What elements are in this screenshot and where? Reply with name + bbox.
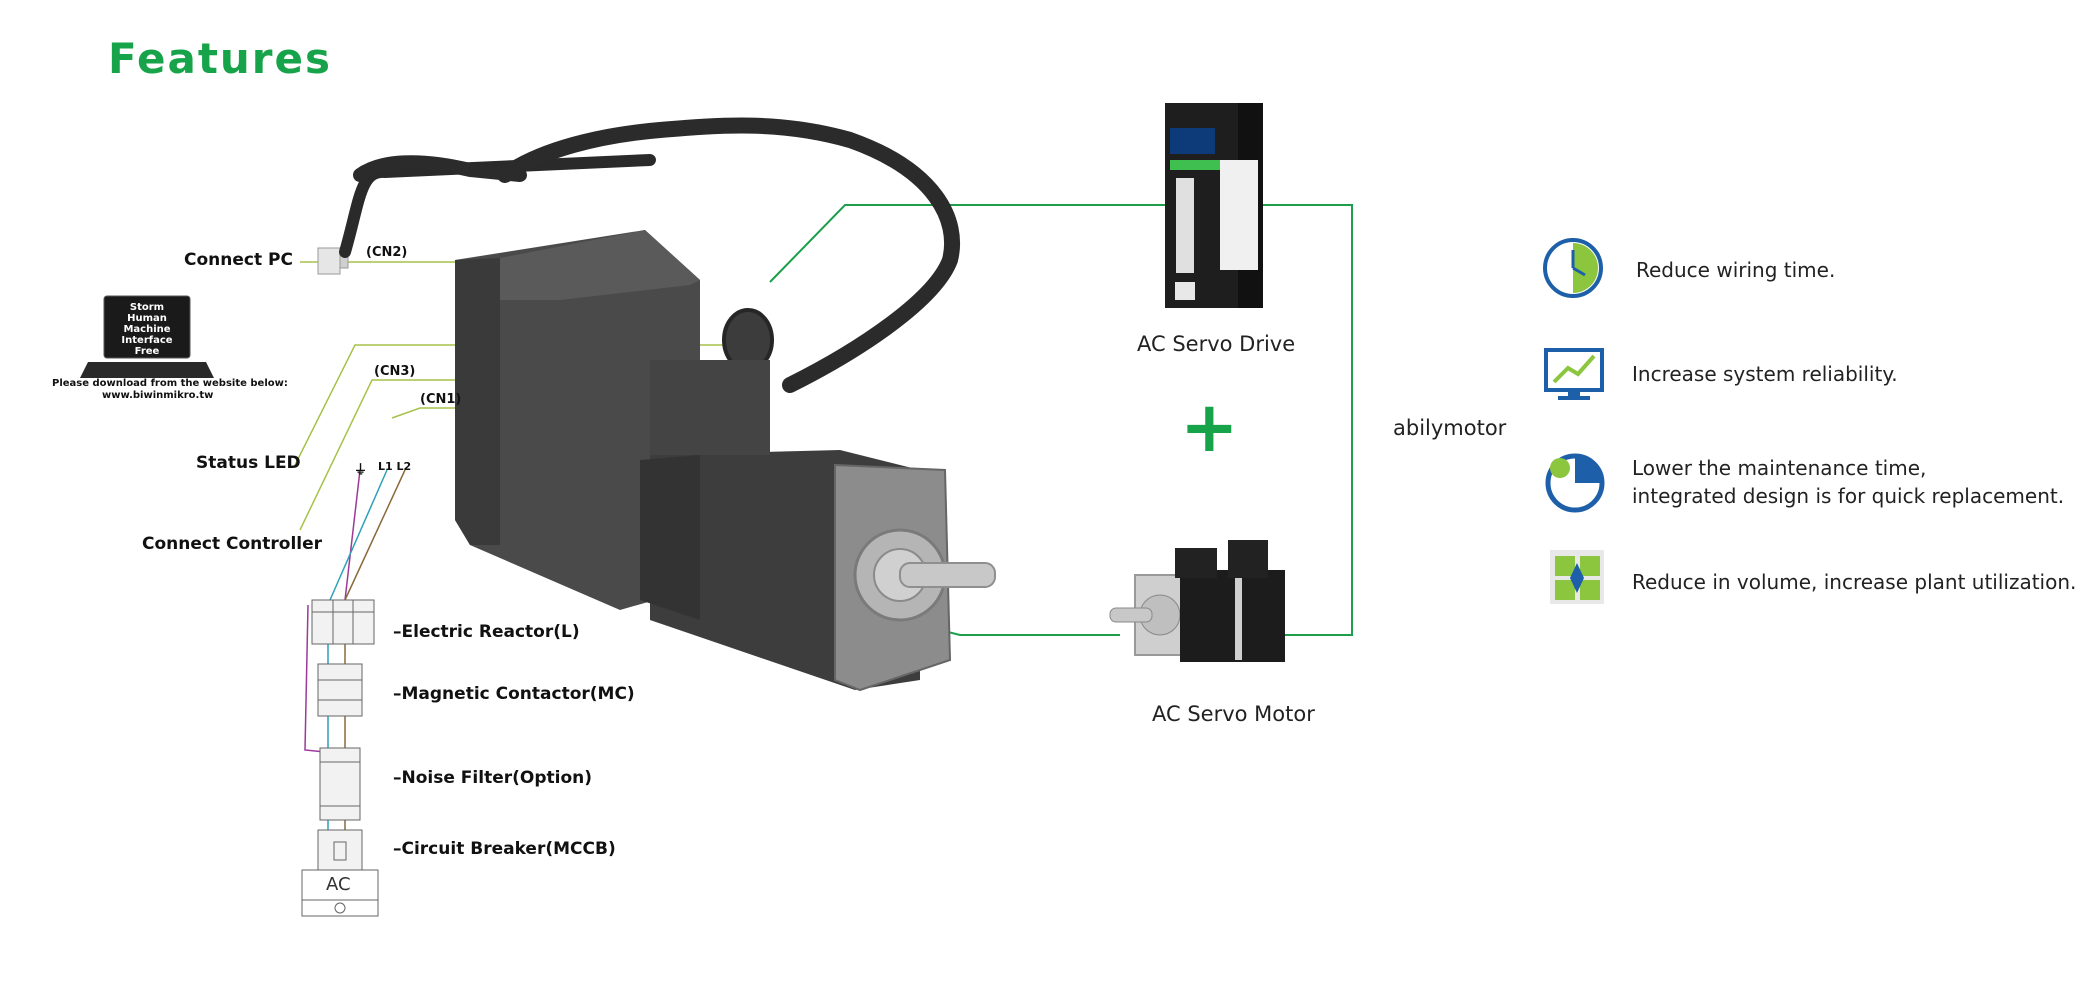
plus-sign: + — [1180, 386, 1239, 468]
electric-reactor-text: Electric Reactor(L) — [401, 622, 580, 642]
l1-l2-terminal-label: L1 L2 — [378, 460, 412, 473]
laptop-icon — [80, 295, 214, 378]
ac-source-icon — [301, 869, 379, 917]
integrated-servo-motor-image — [353, 117, 996, 692]
feature-text: Reduce in volume, increase plant utiliza… — [1632, 570, 2077, 594]
usb-plug-icon — [317, 247, 349, 275]
brand-label: abilymotor — [1393, 416, 1507, 440]
ground-terminal-label: ⏚ — [354, 463, 368, 478]
laptop-line: Storm — [129, 302, 165, 313]
cn1-label: (CN1) — [420, 392, 462, 407]
feature-item: Reduce wiring time. — [1636, 256, 1835, 284]
cn2-label: (CN2) — [366, 245, 408, 260]
layout-grid-icon — [1550, 550, 1604, 604]
laptop-line: Machine Interface — [121, 324, 173, 346]
cn3-label: (CN3) — [374, 364, 416, 379]
noise-filter-text: Noise Filter(Option) — [401, 768, 593, 788]
electric-reactor-label: –Electric Reactor(L) — [393, 622, 580, 642]
magnetic-contactor-label: –Magnetic Contactor(MC) — [393, 684, 635, 704]
noise-filter-icon — [319, 747, 361, 821]
clock-icon — [1543, 238, 1603, 298]
feature-text-line2: integrated design is for quick replaceme… — [1632, 484, 2065, 508]
feature-item: Lower the maintenance time, integrated d… — [1632, 454, 2064, 510]
circuit-breaker-text: Circuit Breaker(MCCB) — [401, 839, 616, 859]
feature-text: Increase system reliability. — [1632, 362, 1898, 386]
circuit-breaker-icon — [317, 829, 363, 871]
magnetic-contactor-icon — [317, 663, 363, 717]
green-link-right — [1262, 204, 1353, 636]
feature-item: Reduce in volume, increase plant utiliza… — [1632, 568, 2076, 596]
circuit-breaker-label: –Circuit Breaker(MCCB) — [393, 839, 616, 859]
ac-source-label: AC — [326, 874, 351, 895]
electric-reactor-icon — [311, 599, 375, 645]
feature-item: Increase system reliability. — [1632, 360, 1898, 388]
page-title: Features — [108, 34, 332, 83]
ac-servo-drive-image — [1165, 103, 1263, 308]
ac-servo-motor-label: AC Servo Motor — [1152, 702, 1315, 726]
laptop-line: Free — [134, 346, 160, 357]
ac-servo-motor-image — [1109, 540, 1285, 662]
connect-controller-label: Connect Controller — [142, 534, 323, 554]
download-note: Please download from the website below: — [52, 378, 288, 389]
gear-wrench-icon — [1545, 453, 1605, 513]
download-url[interactable]: www.biwinmikro.tw — [102, 390, 214, 401]
connect-pc-label: Connect PC — [184, 250, 293, 270]
feature-text: Lower the maintenance time, — [1632, 456, 1927, 480]
laptop-line: Human — [127, 313, 167, 324]
feature-text: Reduce wiring time. — [1636, 258, 1836, 282]
noise-filter-label: –Noise Filter(Option) — [393, 768, 593, 788]
monitor-chart-icon — [1544, 348, 1604, 400]
ac-servo-drive-label: AC Servo Drive — [1137, 332, 1296, 356]
magnetic-contactor-text: Magnetic Contactor(MC) — [401, 684, 635, 704]
green-link-motor — [939, 629, 1120, 636]
laptop-screen: Storm Human Machine Interface Free — [106, 302, 188, 357]
status-led-label: Status LED — [196, 453, 301, 473]
green-link-drive — [769, 204, 1170, 283]
